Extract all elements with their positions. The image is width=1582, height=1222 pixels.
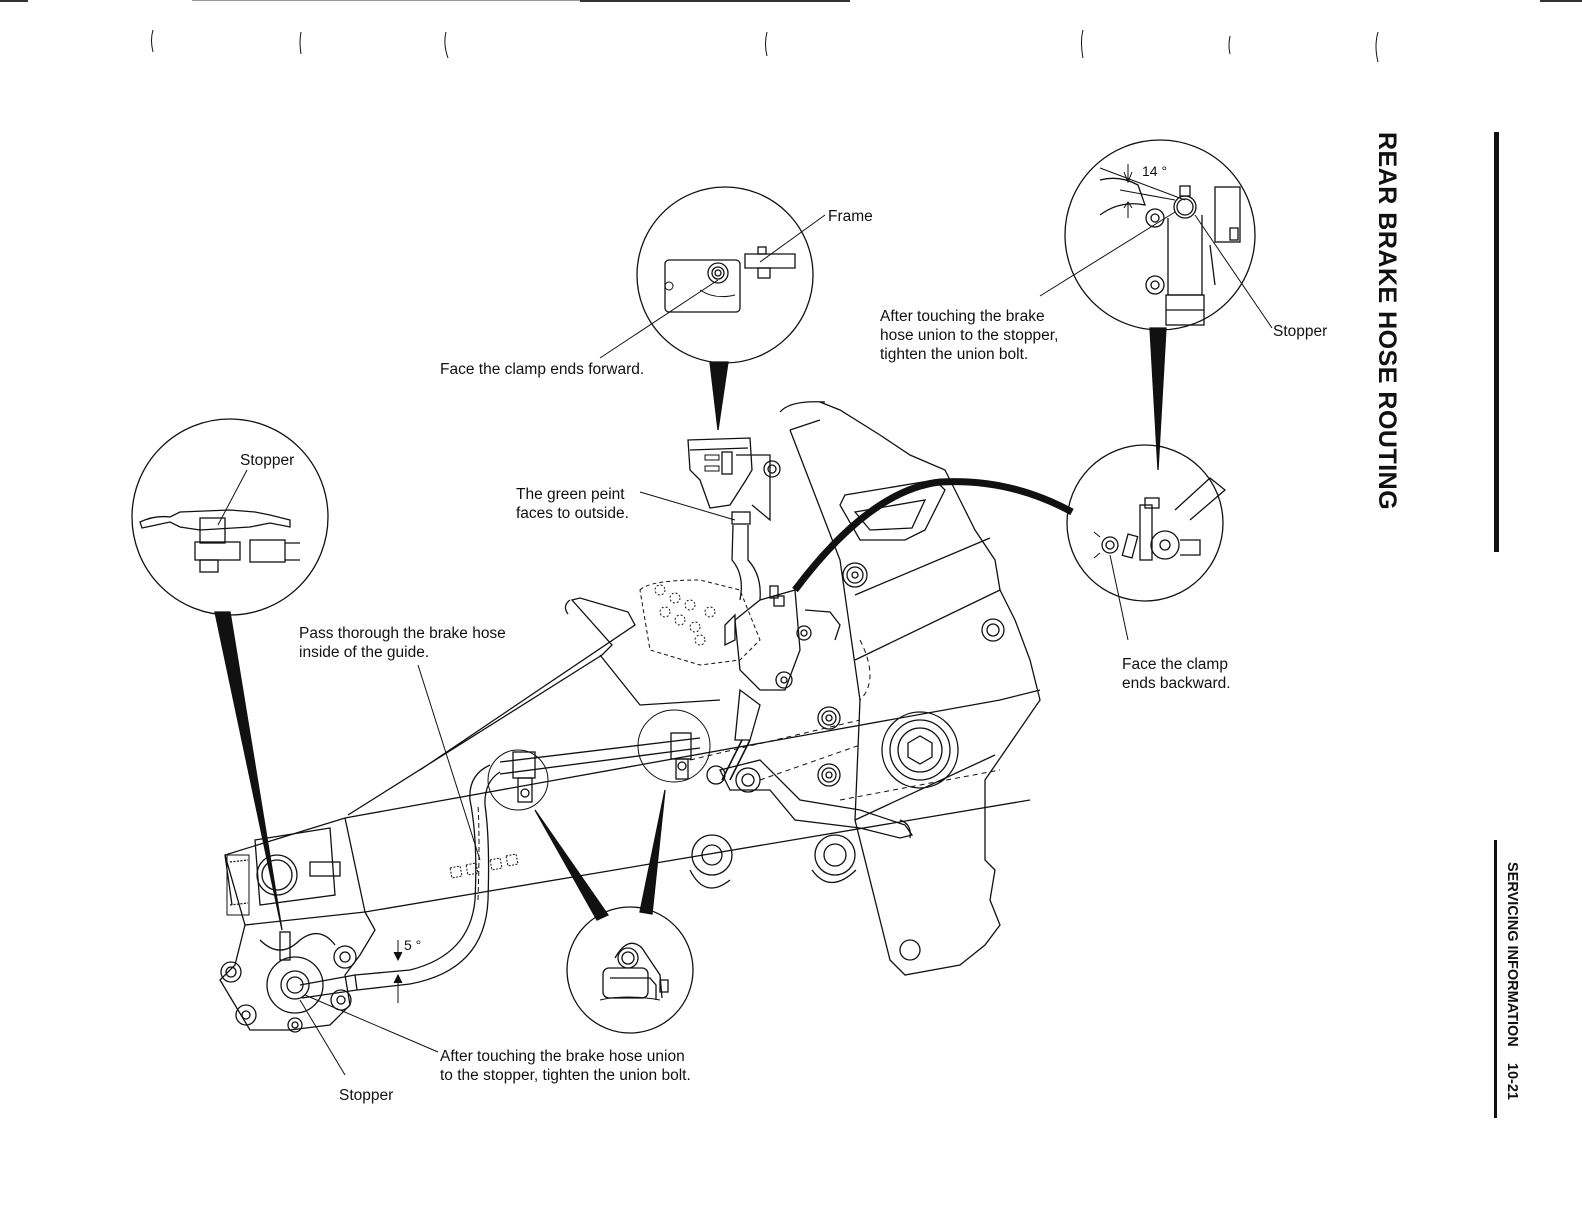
callout-clamp-forward: Face the clamp ends forward. [440, 361, 645, 378]
detail-circle-union-top [1064, 139, 1256, 471]
frame-plate [689, 401, 1041, 976]
callout-green-paint: The green peint faces to outside. [516, 486, 629, 522]
page-footer: SERVICING INFORMATION 10-21 [1504, 862, 1520, 1100]
scan-edge-artifact [1540, 0, 1582, 2]
brake-reservoir [687, 437, 781, 601]
callout-union-top-right: After touching the brake hose union to t… [880, 308, 1059, 363]
scan-edge-artifact [0, 0, 28, 2]
section-title: REAR BRAKE HOSE ROUTING [1373, 132, 1401, 511]
callout-union-bottom: After touching the brake hose union to t… [440, 1048, 691, 1084]
master-cylinder [721, 585, 841, 781]
callout-pass-guide: Pass thorough the brake hose inside of t… [299, 625, 506, 661]
leader-lines [217, 211, 1273, 1076]
margin-rule-top [1494, 132, 1499, 552]
rear-caliper [219, 911, 411, 1033]
binder-marks [151, 29, 1379, 63]
detail-circle-clamp-bottom [534, 789, 694, 1034]
angle-dimension-5deg [393, 940, 403, 1003]
callout-stopper-left: Stopper [240, 452, 295, 469]
footer-spacer [1504, 1047, 1520, 1063]
hose-clamps [487, 709, 711, 811]
scan-edge-artifact [192, 0, 672, 1]
page-number: 10-21 [1504, 1062, 1520, 1100]
callout-stopper-bottom: Stopper [339, 1087, 394, 1104]
margin-rule-bottom [1494, 840, 1497, 1118]
chapter-name: SERVICING INFORMATION [1504, 862, 1520, 1047]
footpeg-bracket [639, 579, 914, 839]
detail-circle-frame-clamp [636, 186, 814, 431]
detail-circle-stopper-left [131, 418, 329, 931]
detail-circle-clamp-backward [1066, 444, 1227, 602]
callout-stopper-top-right: Stopper [1273, 323, 1328, 340]
scan-edge-artifact [580, 0, 850, 2]
brake-hose-lower [409, 737, 701, 985]
brake-hose-to-detail [792, 478, 1074, 593]
angle-label-14deg: 14 ° [1142, 163, 1168, 179]
callout-frame: Frame [828, 208, 873, 225]
angle-label-5deg: 5 ° [404, 937, 422, 953]
callout-clamp-backward: Face the clamp ends backward. [1122, 656, 1231, 692]
